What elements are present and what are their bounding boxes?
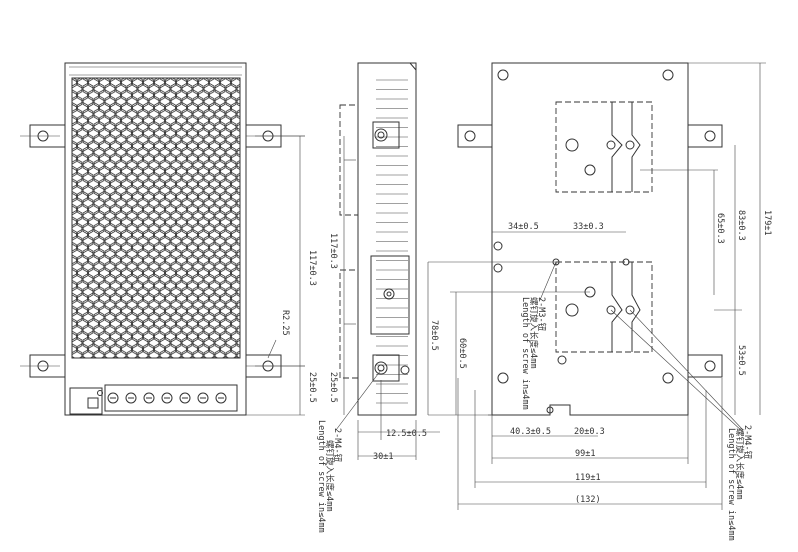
terminal-screw — [125, 392, 137, 404]
side-screw-top — [372, 121, 400, 149]
mid-screw-note-cn: 2-M3-钮 — [536, 297, 547, 332]
terminal-screw — [215, 392, 227, 404]
bottom-dim-78: 78±0.5 — [429, 320, 439, 351]
bottom-dim-83: 83±0.3 — [736, 210, 746, 241]
side-dim-117: 117±0.3 — [328, 233, 338, 269]
bottom-dim-132: (132) — [575, 495, 601, 505]
right-screw-note-cn: 2-M4-钮 — [742, 425, 753, 460]
side-screw-note-cn2: 螺钉旋入长度≤4mm — [324, 440, 335, 511]
side-view: 117±0.3 25±0.5 12.5±0.5 30±1 2-M4-钮 螺钉旋入… — [316, 62, 440, 533]
mid-screw-note-cn2: 螺钉旋入长度≤4mm — [528, 297, 539, 368]
terminal-screw — [161, 392, 173, 404]
side-housing — [357, 62, 417, 416]
bottom-dim-65: 65±0.3 — [715, 213, 725, 244]
bottom-dim-33: 33±0.3 — [573, 222, 604, 232]
side-window — [370, 255, 410, 335]
right-screw-note-cn2: 螺钉旋入长度≤4mm — [734, 428, 745, 499]
bottom-dim-40: 40.3±0.5 — [510, 427, 551, 437]
side-dim-25: 25±0.5 — [328, 372, 338, 403]
bottom-dim-119: 119±1 — [575, 473, 601, 483]
front-dim-25: 25±0.5 — [307, 372, 317, 403]
side-dim-12-5: 12.5±0.5 — [386, 429, 427, 439]
bottom-dim-34: 34±0.5 — [508, 222, 539, 232]
front-left-ear-top — [20, 124, 66, 148]
front-dim-r: R2.25 — [280, 310, 290, 336]
side-screw-note-cn: 2-M4-钮 — [332, 428, 343, 463]
bottom-dim-179: 179±1 — [762, 210, 772, 236]
bottom-dim-20: 20±0.3 — [574, 427, 605, 437]
bottom-dim-99: 99±1 — [575, 449, 595, 459]
side-dim-30: 30±1 — [373, 452, 393, 462]
terminal-screw — [143, 392, 155, 404]
bottom-dim-60: 60±0.5 — [457, 338, 467, 369]
bottom-housing — [491, 62, 689, 416]
front-housing — [64, 62, 247, 416]
indicator-housing — [69, 387, 103, 415]
front-left-ear-bottom — [20, 354, 66, 378]
mid-screw-note-en: Length of screw in≤4mm — [520, 297, 530, 410]
terminal-screw — [179, 392, 191, 404]
front-dim-117: 117±0.3 — [307, 250, 317, 286]
right-screw-note-en: Length of screw in≤4mm — [726, 428, 736, 541]
terminal-screw — [107, 392, 119, 404]
front-view: 117±0.3 25±0.5 R2.25 — [20, 62, 317, 416]
terminal-screw — [197, 392, 209, 404]
side-screw-bottom — [372, 354, 410, 382]
terminal-block — [104, 384, 238, 412]
bottom-dim-53: 53±0.5 — [736, 345, 746, 376]
bottom-view: 34±0.5 33±0.3 40.3±0.5 20±0.3 99±1 119±1… — [427, 62, 772, 541]
side-screw-note-en: Length of screw in≤4mm — [316, 420, 326, 533]
